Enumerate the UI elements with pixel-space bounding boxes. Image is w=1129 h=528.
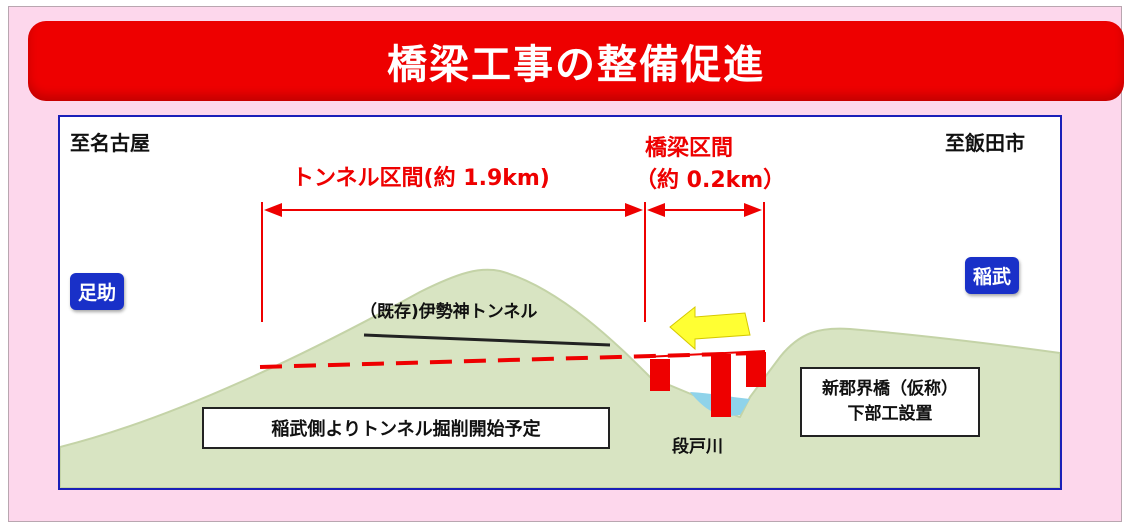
excavation-note-box: 稲武側よりトンネル掘削開始予定 <box>202 407 610 449</box>
pier-2 <box>711 354 731 417</box>
bridge-section-length-label: （約 0.2km） <box>635 168 786 193</box>
excavation-note-text: 稲武側よりトンネル掘削開始予定 <box>271 419 541 440</box>
station-right-badge: 稲武 <box>965 257 1020 294</box>
pier-1 <box>650 359 670 391</box>
tunnel-section-label: トンネル区間(約 1.9km) <box>292 166 550 191</box>
direction-left-label: 至名古屋 <box>70 131 150 155</box>
page-title: 橋梁工事の整備促進 <box>387 42 765 88</box>
cross-section-diagram: 至名古屋 至飯田市 トンネル区間(約 1.9km) 橋梁区間 （約 0.2km）… <box>58 115 1062 490</box>
river-label: 段戸川 <box>672 437 723 457</box>
pier-3 <box>746 352 766 387</box>
new-bridge-name: 新郡界橋（仮称） <box>822 379 958 400</box>
existing-tunnel-label: （既存)伊勢神トンネル <box>360 302 538 322</box>
new-bridge-work: 下部工設置 <box>847 404 933 424</box>
bridge-arrowhead-right <box>744 203 762 217</box>
direction-right-label: 至飯田市 <box>945 131 1025 155</box>
existing-tunnel-line <box>363 333 611 347</box>
direction-arrow <box>669 305 751 351</box>
new-bridge-note-box: 新郡界橋（仮称） 下部工設置 <box>800 367 980 437</box>
bridge-deck-line <box>644 350 766 358</box>
station-left-badge: 足助 <box>70 273 125 310</box>
bridge-arrowhead-left <box>647 203 665 217</box>
tunnel-arrowhead-right <box>625 203 643 217</box>
tunnel-arrowhead-left <box>264 203 282 217</box>
bridge-section-label: 橋梁区間 <box>645 136 734 161</box>
title-banner: 橋梁工事の整備促進 <box>28 21 1124 101</box>
